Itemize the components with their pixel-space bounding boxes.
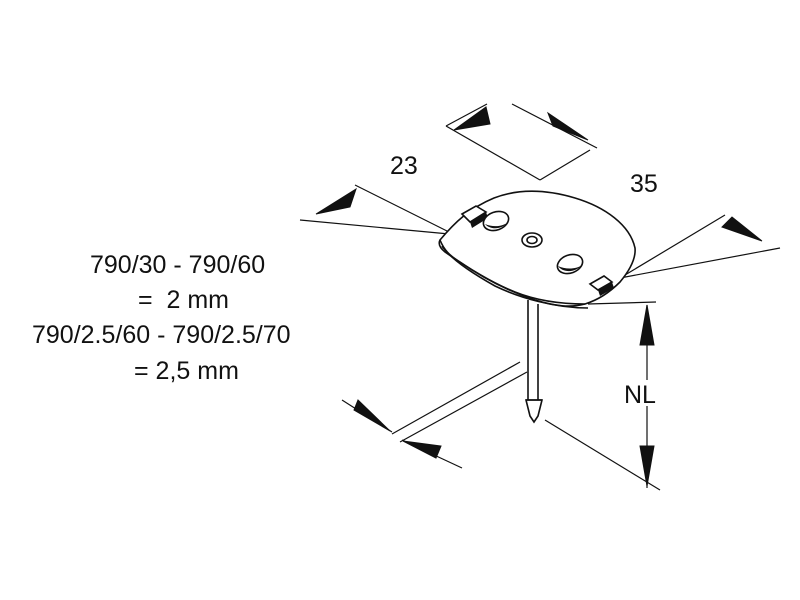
extension-line-23-right <box>539 149 591 181</box>
nail-tip <box>524 399 544 424</box>
dimension-arrow-35-right <box>721 216 763 242</box>
nail-head-center <box>526 235 538 245</box>
extension-line-35-left <box>299 219 461 236</box>
dimension-label-23: 23 <box>390 152 418 180</box>
nail-shaft <box>524 300 544 424</box>
dimension-arrow-23-left <box>453 106 491 131</box>
dimension-35: 35 <box>299 170 781 279</box>
dimension-arrow-23-right <box>546 111 589 141</box>
extension-line-nl-top <box>587 301 657 305</box>
plate-tab-left-shade <box>470 212 488 228</box>
dimension-label-nl: NL <box>624 381 656 409</box>
extension-line-23-left <box>445 103 488 127</box>
plate-hole-right-shade <box>558 265 582 272</box>
dimension-line-35-left-part <box>354 184 466 241</box>
note-line-2: = 2 mm <box>138 286 229 314</box>
thickness-notes: 790/30 - 790/60 = 2 mm 790/2.5/60 - 790/… <box>32 251 291 385</box>
dimension-nl: NL <box>544 301 668 491</box>
dimension-arrow-nl-top <box>639 304 655 346</box>
note-line-3: 790/2.5/60 - 790/2.5/70 <box>32 321 291 349</box>
plate-bottom-edge <box>441 245 589 309</box>
thickness-line-upper <box>391 361 521 435</box>
dimension-arrow-35-left <box>315 187 357 215</box>
plate-hole-left-shade <box>485 222 508 229</box>
extension-line-35-right <box>619 214 726 279</box>
dimension-label-nl-bg <box>622 380 668 406</box>
note-line-1: 790/30 - 790/60 <box>90 251 265 279</box>
thickness-arrow-lower <box>402 440 442 459</box>
note-line-4: = 2,5 mm <box>134 357 239 385</box>
dimension-label-35: 35 <box>630 170 658 198</box>
plate-tab-right-shade <box>598 282 614 296</box>
dimension-23: 23 <box>390 103 598 181</box>
dimension-arrow-nl-bottom <box>639 445 655 487</box>
clip-plate <box>438 190 636 309</box>
thickness-line-lower <box>399 371 528 443</box>
thickness-arrow-upper <box>353 399 391 432</box>
extension-line-nl-bottom <box>544 419 661 491</box>
dimension-thickness <box>341 361 528 469</box>
dimension-line-35-right-part <box>619 247 781 279</box>
dimension-line-23 <box>445 125 541 181</box>
